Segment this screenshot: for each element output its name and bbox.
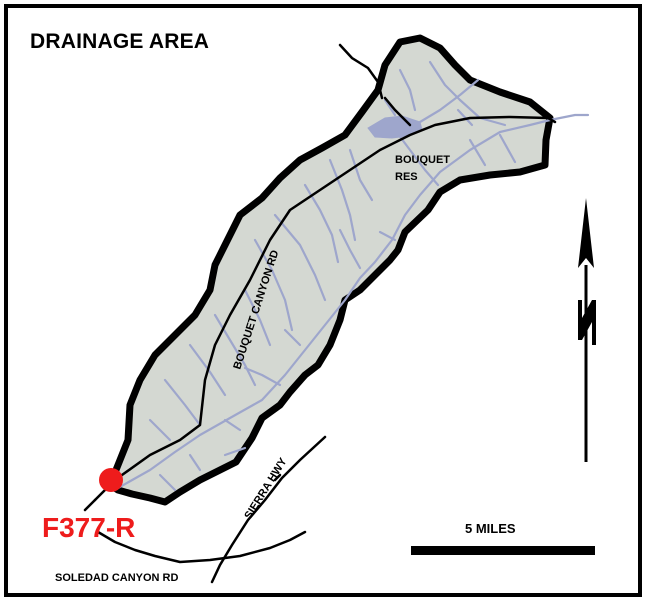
reservoir-label-line2: RES [395, 171, 418, 183]
road-spur-north [338, 43, 384, 100]
north-arrow [578, 198, 596, 462]
streams [116, 60, 590, 492]
map-title: DRAINAGE AREA [30, 30, 210, 53]
watershed-boundary [106, 34, 554, 506]
road-spur-northeast [383, 96, 412, 127]
road-label-sierra-hwy: SIERRA HWY [242, 455, 290, 521]
site-label: F377-R [42, 512, 136, 543]
sierra-highway [210, 435, 327, 584]
bouquet-canyon-road [93, 115, 557, 502]
scale-label: 5 MILES [465, 521, 516, 536]
road-label-soledad-canyon: SOLEDAD CANYON RD [55, 572, 179, 584]
road-southwest [83, 498, 97, 512]
scale-bar [411, 546, 595, 555]
sierra-highway-branch [273, 473, 282, 482]
reservoir-label-line1: BOUQUET [395, 154, 450, 166]
site-marker [99, 468, 123, 492]
soledad-canyon-road [96, 530, 307, 564]
